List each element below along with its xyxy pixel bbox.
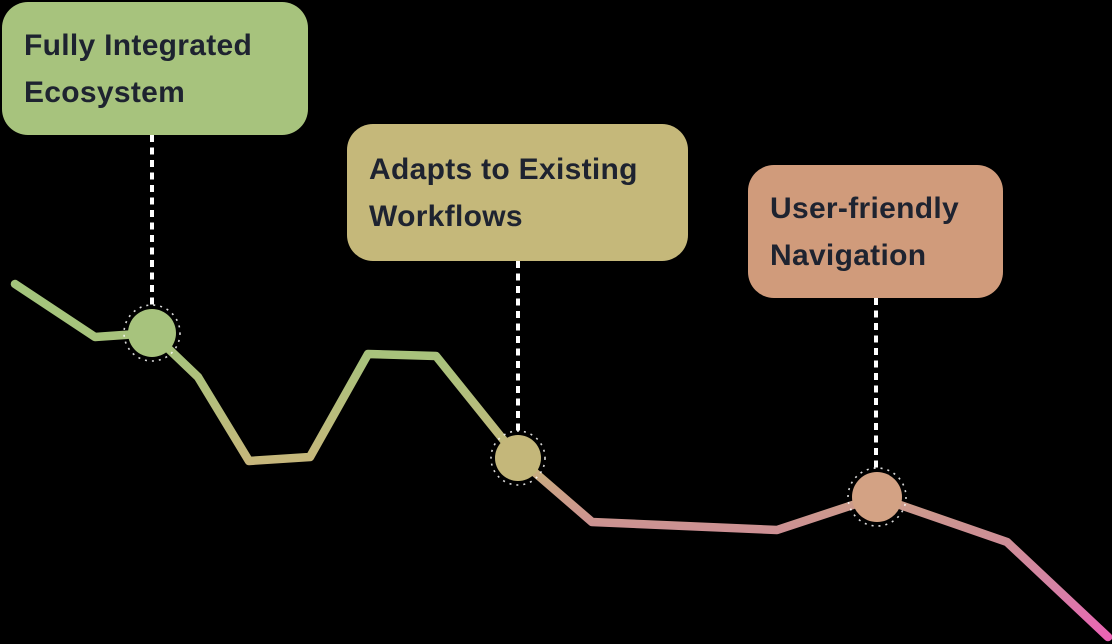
callout-label-line: Navigation	[770, 238, 927, 272]
marker-dot	[128, 309, 176, 357]
marker-dot	[495, 435, 541, 481]
callout-fully-integrated-ecosystem: Fully Integrated Ecosystem	[2, 2, 308, 135]
callout-adapts-to-existing-workflows: Adapts to Existing Workflows	[347, 124, 688, 261]
milestone-marker	[847, 467, 907, 527]
marker-ring	[847, 467, 907, 527]
marker-ring	[123, 304, 181, 362]
callout-label-line: Workflows	[369, 199, 523, 233]
callout-label-line: Fully Integrated	[24, 28, 253, 62]
callout-user-friendly-navigation: User-friendly Navigation	[748, 165, 1003, 298]
milestone-marker	[123, 304, 181, 362]
callout-label-line: Ecosystem	[24, 75, 186, 109]
trend-line	[10, 279, 1112, 642]
marker-ring	[490, 430, 546, 486]
marker-dot	[852, 472, 902, 522]
callout-label-line: Adapts to Existing	[369, 152, 638, 186]
milestone-marker	[490, 430, 546, 486]
callout-label-line: User-friendly	[770, 191, 959, 225]
